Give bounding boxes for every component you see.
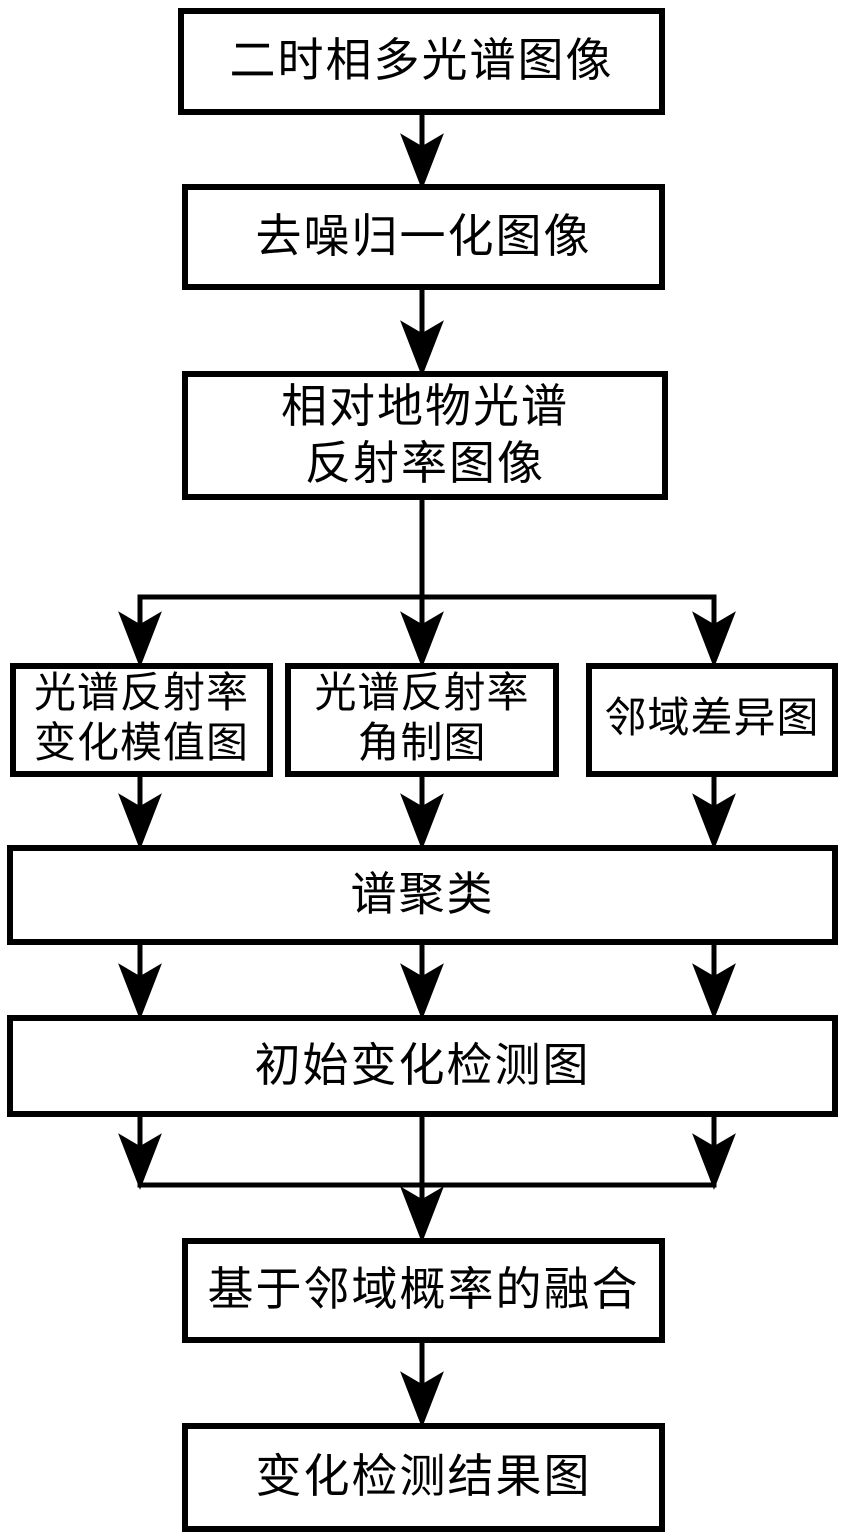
node-reflectance-change-magnitude-map: 光谱反射率 变化模值图 [10, 663, 273, 777]
node-spectral-clustering: 谱聚类 [7, 845, 838, 945]
node-neighborhood-difference-map: 邻域差异图 [586, 663, 838, 777]
node-denoised-normalized-image: 去噪归一化图像 [182, 184, 665, 290]
node-relative-reflectance-image: 相对地物光谱 反射率图像 [182, 371, 668, 500]
arrowhead-n4a-n5 [118, 793, 162, 850]
arrowhead-n2-n3 [400, 320, 444, 377]
arrowhead-branch-center [400, 611, 444, 668]
arrowhead-n4b-n5 [400, 793, 444, 850]
node-bitemporal-multispectral-image: 二时相多光谱图像 [178, 8, 665, 115]
arrowhead-n5-n6-center [400, 963, 444, 1020]
node-initial-change-detection-map: 初始变化检测图 [7, 1015, 838, 1117]
arrowhead-n5-n6-right [692, 963, 736, 1020]
arrowhead-merge-left [118, 1133, 162, 1190]
node-neighborhood-probability-fusion: 基于邻域概率的融合 [182, 1238, 665, 1343]
node-reflectance-angle-map: 光谱反射率 角制图 [285, 663, 559, 777]
arrowhead-n7-n8 [400, 1371, 444, 1428]
arrowhead-n4c-n5 [692, 793, 736, 850]
node-change-detection-result-map: 变化检测结果图 [182, 1423, 665, 1532]
arrowhead-n5-n6-left [118, 963, 162, 1020]
arrowhead-merge-right [692, 1133, 736, 1190]
arrowhead-n6-n7 [400, 1186, 444, 1243]
arrowhead-branch-left [118, 611, 162, 668]
arrowhead-n1-n2 [400, 133, 444, 190]
arrowhead-branch-right [692, 611, 736, 668]
